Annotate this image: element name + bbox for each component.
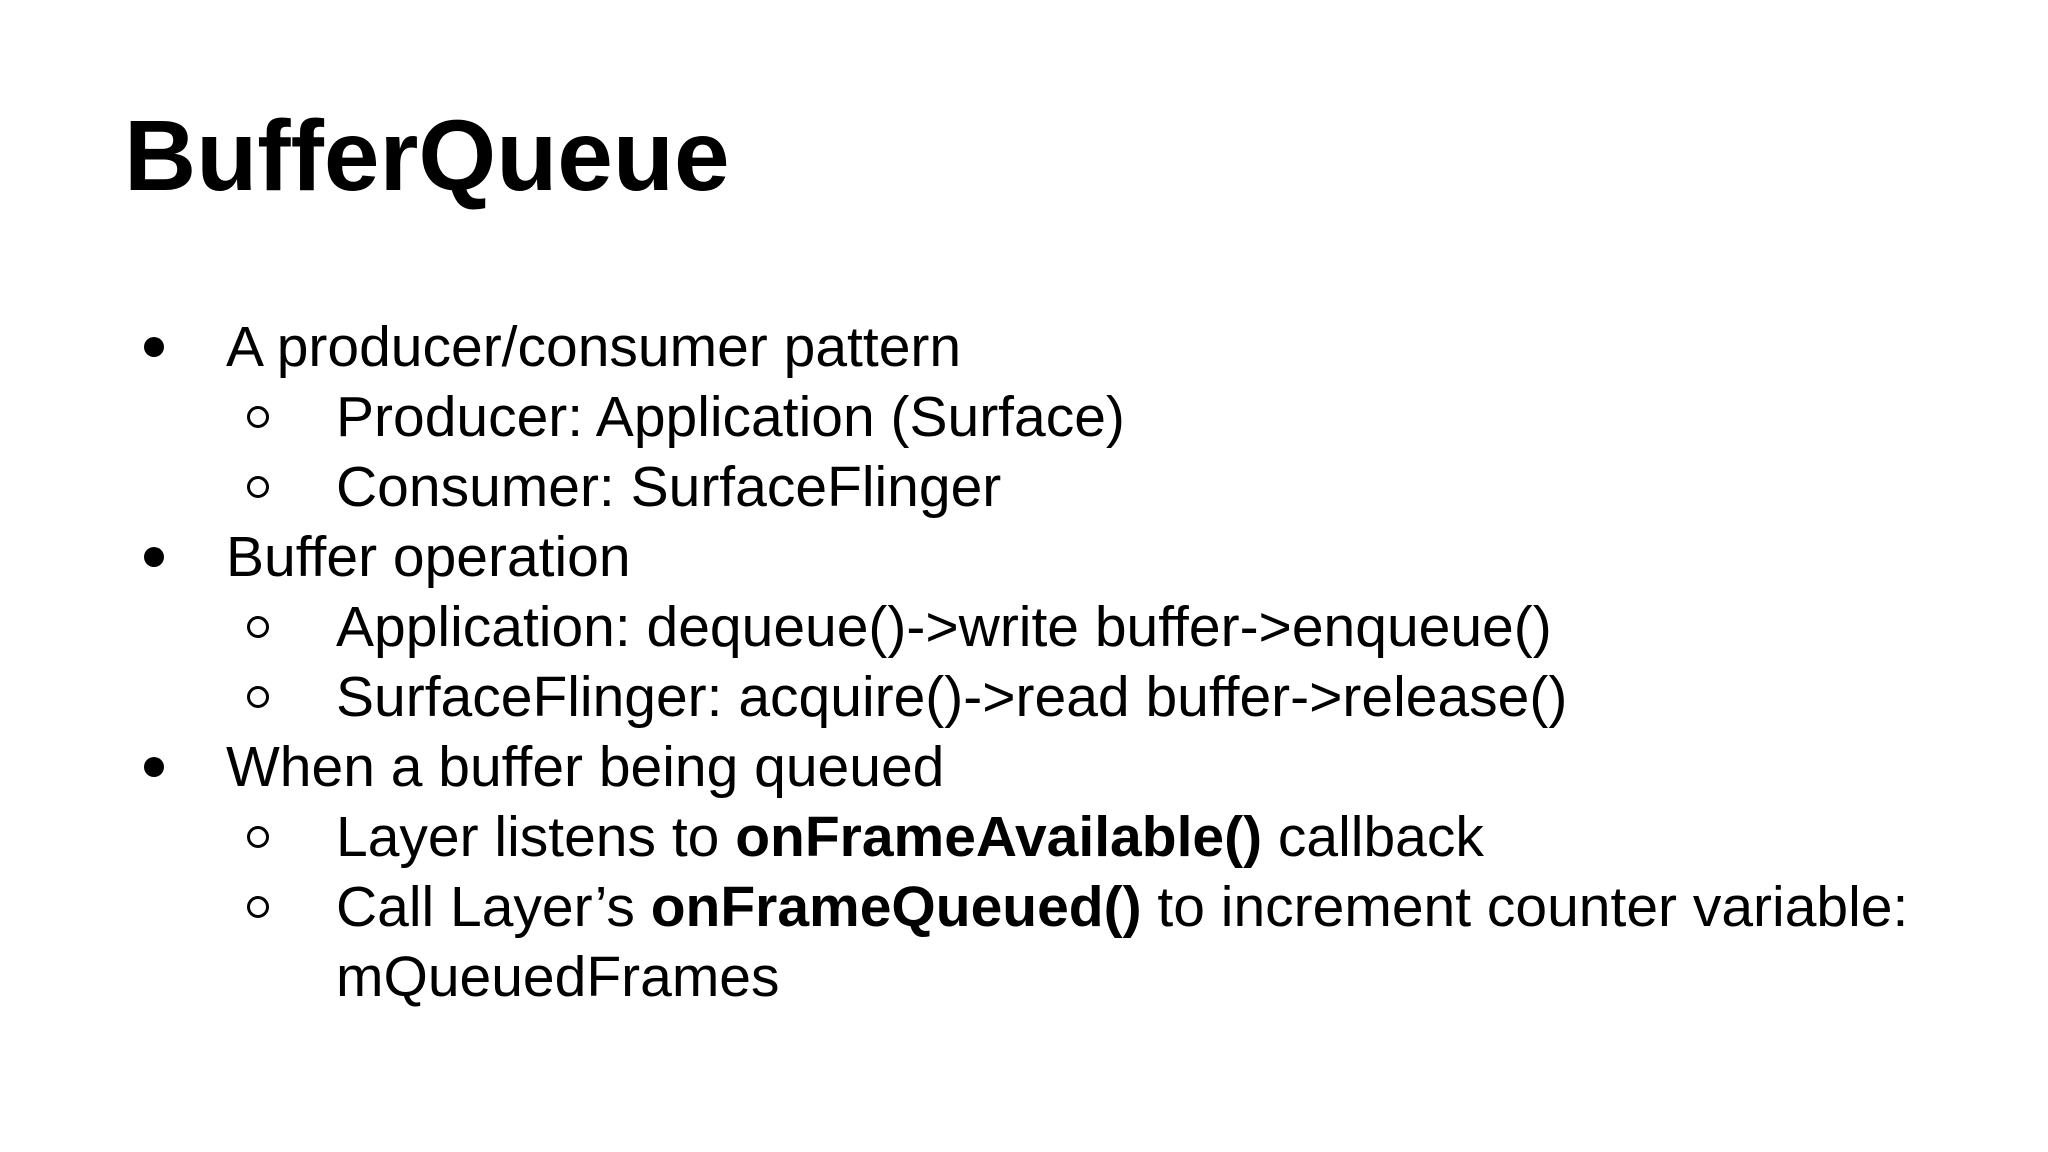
- bullet-marker-hollow-icon: [247, 406, 269, 428]
- bullet-marker-hollow-icon: [247, 896, 269, 918]
- bullet-item: Application: dequeue()->write buffer->en…: [0, 592, 1960, 662]
- bullet-text: Layer listens to onFrameAvailable() call…: [336, 805, 1484, 869]
- bullet-text-segment: SurfaceFlinger: acquire()->read buffer->…: [336, 665, 1568, 729]
- bullet-text: A producer/consumer pattern: [226, 315, 961, 379]
- bullet-text: Producer: Application (Surface): [336, 385, 1125, 449]
- bullet-marker-hollow-icon: [247, 476, 269, 498]
- bullet-text-segment: Call Layer’s: [336, 875, 651, 939]
- bullet-text: When a buffer being queued: [226, 735, 944, 799]
- bullet-text-segment: Consumer: SurfaceFlinger: [336, 455, 1002, 519]
- bullet-text-segment-bold: onFrameAvailable(): [735, 805, 1263, 869]
- bullet-text-segment: Application: dequeue()->write buffer->en…: [336, 595, 1552, 659]
- bullet-marker-filled-icon: [144, 547, 164, 567]
- bullet-text-segment: to increment counter variable: mQueuedFr…: [336, 875, 1909, 1009]
- bullet-text-segment: A producer/consumer pattern: [226, 315, 962, 379]
- bullet-item: When a buffer being queued: [0, 732, 1960, 802]
- bullet-marker-filled-icon: [144, 757, 164, 777]
- bullet-item: SurfaceFlinger: acquire()->read buffer->…: [0, 662, 1960, 732]
- bullet-text: Consumer: SurfaceFlinger: [336, 455, 1001, 519]
- bullet-marker-hollow-icon: [247, 826, 269, 848]
- bullet-text-segment: callback: [1262, 805, 1484, 869]
- bullet-text: SurfaceFlinger: acquire()->read buffer->…: [336, 665, 1567, 729]
- bullet-item: Producer: Application (Surface): [0, 382, 1960, 452]
- slide-title: BufferQueue: [124, 100, 730, 212]
- bullet-text: Call Layer’s onFrameQueued() to incremen…: [336, 875, 1908, 1009]
- bullet-item: A producer/consumer pattern: [0, 312, 1960, 382]
- bullet-text-segment: Producer: Application (Surface): [336, 385, 1125, 449]
- bullet-text-segment: Buffer operation: [226, 525, 631, 589]
- bullet-item: Layer listens to onFrameAvailable() call…: [0, 802, 1960, 872]
- bullet-text-segment: When a buffer being queued: [226, 735, 945, 799]
- bullet-marker-filled-icon: [144, 337, 164, 357]
- bullet-item: Consumer: SurfaceFlinger: [0, 452, 1960, 522]
- bullet-item: Call Layer’s onFrameQueued() to incremen…: [0, 872, 1960, 1012]
- bullet-item: Buffer operation: [0, 522, 1960, 592]
- bullet-marker-hollow-icon: [247, 686, 269, 708]
- bullet-marker-hollow-icon: [247, 616, 269, 638]
- bullet-text: Application: dequeue()->write buffer->en…: [336, 595, 1552, 659]
- bullet-text-segment-bold: onFrameQueued(): [650, 875, 1142, 939]
- bullet-text: Buffer operation: [226, 525, 631, 589]
- bullet-text-segment: Layer listens to: [336, 805, 736, 869]
